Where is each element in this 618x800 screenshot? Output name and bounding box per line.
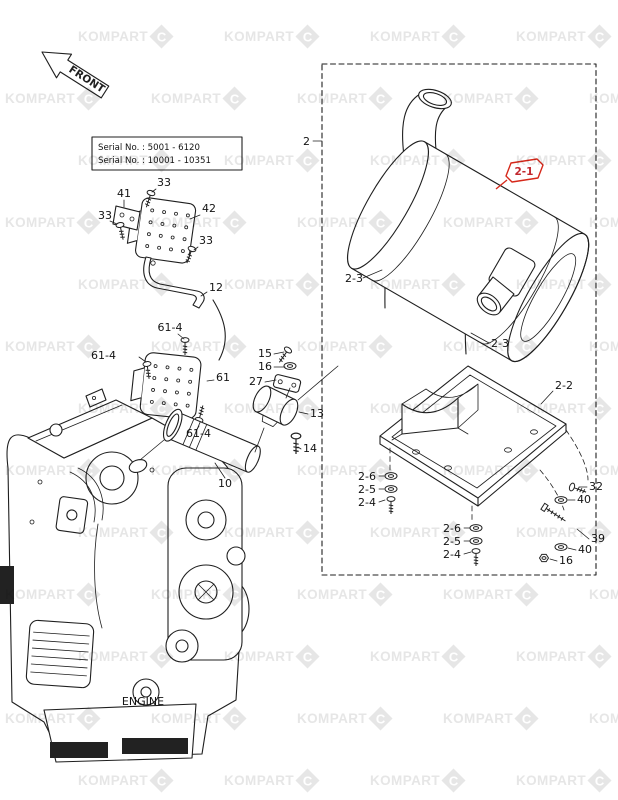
bracket-group-upper: [112, 188, 226, 361]
callout-labels: 2 2-3 2-3 2-2 2-6 2-5 2-4 2-6 2-5 2-4 32…: [91, 135, 605, 708]
callout-33-c[interactable]: 33: [199, 234, 213, 247]
callout-16-b[interactable]: 16: [258, 360, 272, 373]
callout-41[interactable]: 41: [117, 187, 131, 200]
callout-2-4-a[interactable]: 2-4: [358, 496, 376, 509]
washer-icon: [554, 496, 568, 504]
washer-icon: [384, 472, 398, 480]
callout-2-4-b[interactable]: 2-4: [443, 548, 461, 561]
washer-icon: [384, 485, 398, 493]
pointer-curve: [212, 299, 226, 361]
callout-61-4-c[interactable]: 61-4: [186, 427, 211, 440]
callout-2[interactable]: 2: [303, 135, 310, 148]
washer-icon: [469, 537, 483, 545]
callout-15[interactable]: 15: [258, 347, 272, 360]
muffler-body: [347, 140, 590, 363]
muffler-assembly: [347, 88, 590, 363]
perforated-bracket-61: [130, 352, 202, 420]
callout-42[interactable]: 42: [202, 202, 216, 215]
callout-32[interactable]: 32: [589, 480, 603, 493]
callout-27[interactable]: 27: [249, 375, 263, 388]
engine-label: ENGINE: [122, 695, 164, 708]
callout-2-5-a[interactable]: 2-5: [358, 483, 376, 496]
pulley: [185, 499, 227, 541]
clamp-13: [252, 385, 299, 428]
plate-27: [272, 374, 302, 393]
washer-icon: [283, 362, 297, 370]
callout-10[interactable]: 10: [218, 477, 232, 490]
callout-61[interactable]: 61: [216, 371, 230, 384]
screw-icon: [180, 337, 190, 356]
callout-16-a[interactable]: 16: [559, 554, 573, 567]
engine-drawing: [0, 388, 250, 763]
callout-12[interactable]: 12: [209, 281, 223, 294]
bolt-icon: [275, 345, 294, 366]
callout-39[interactable]: 39: [591, 532, 605, 545]
callout-61-4-b[interactable]: 61-4: [91, 349, 116, 362]
callout-61-4-a[interactable]: 61-4: [158, 321, 183, 334]
bolt-icon: [386, 496, 396, 515]
bolt-icon: [471, 548, 481, 567]
callout-14[interactable]: 14: [303, 442, 317, 455]
serial-line-2: Serial No. : 10001 - 10351: [98, 156, 211, 166]
mounting-tray: [379, 365, 589, 567]
washer-icon: [554, 543, 568, 551]
flex-pipe-10: [162, 408, 261, 473]
callout-2-2[interactable]: 2-2: [555, 379, 573, 392]
bracket-group-mid: [130, 337, 208, 424]
callout-40-a[interactable]: 40: [577, 493, 591, 506]
callout-13[interactable]: 13: [310, 407, 324, 420]
front-arrow: FRONT: [41, 51, 110, 99]
callout-2-3-b[interactable]: 2-3: [491, 337, 509, 350]
callout-33-b[interactable]: 33: [98, 209, 112, 222]
callout-2-6-b[interactable]: 2-6: [443, 522, 461, 535]
starter: [132, 678, 160, 706]
callout-40-b[interactable]: 40: [578, 543, 592, 556]
callout-2-3-a[interactable]: 2-3: [345, 272, 363, 285]
assembly-dashed-box: [321, 63, 597, 576]
highlight-tag-2-1[interactable]: 2-1: [495, 158, 544, 190]
bracket-12: [143, 256, 205, 309]
bolt-icon: [540, 502, 568, 525]
cooler: [25, 619, 95, 689]
pipe-group: [162, 345, 339, 473]
nut-icon: [539, 553, 549, 563]
callout-33-a[interactable]: 33: [157, 176, 171, 189]
outlet-spout: [476, 247, 536, 316]
serial-line-1: Serial No. : 5001 - 6120: [98, 143, 200, 153]
serial-note-box: Serial No. : 5001 - 6120 Serial No. : 10…: [91, 136, 243, 171]
washer-icon: [469, 524, 483, 532]
callout-2-6-a[interactable]: 2-6: [358, 470, 376, 483]
callout-2-5-b[interactable]: 2-5: [443, 535, 461, 548]
callout-2-1[interactable]: 2-1: [515, 166, 534, 178]
bolt-icon: [290, 432, 302, 455]
